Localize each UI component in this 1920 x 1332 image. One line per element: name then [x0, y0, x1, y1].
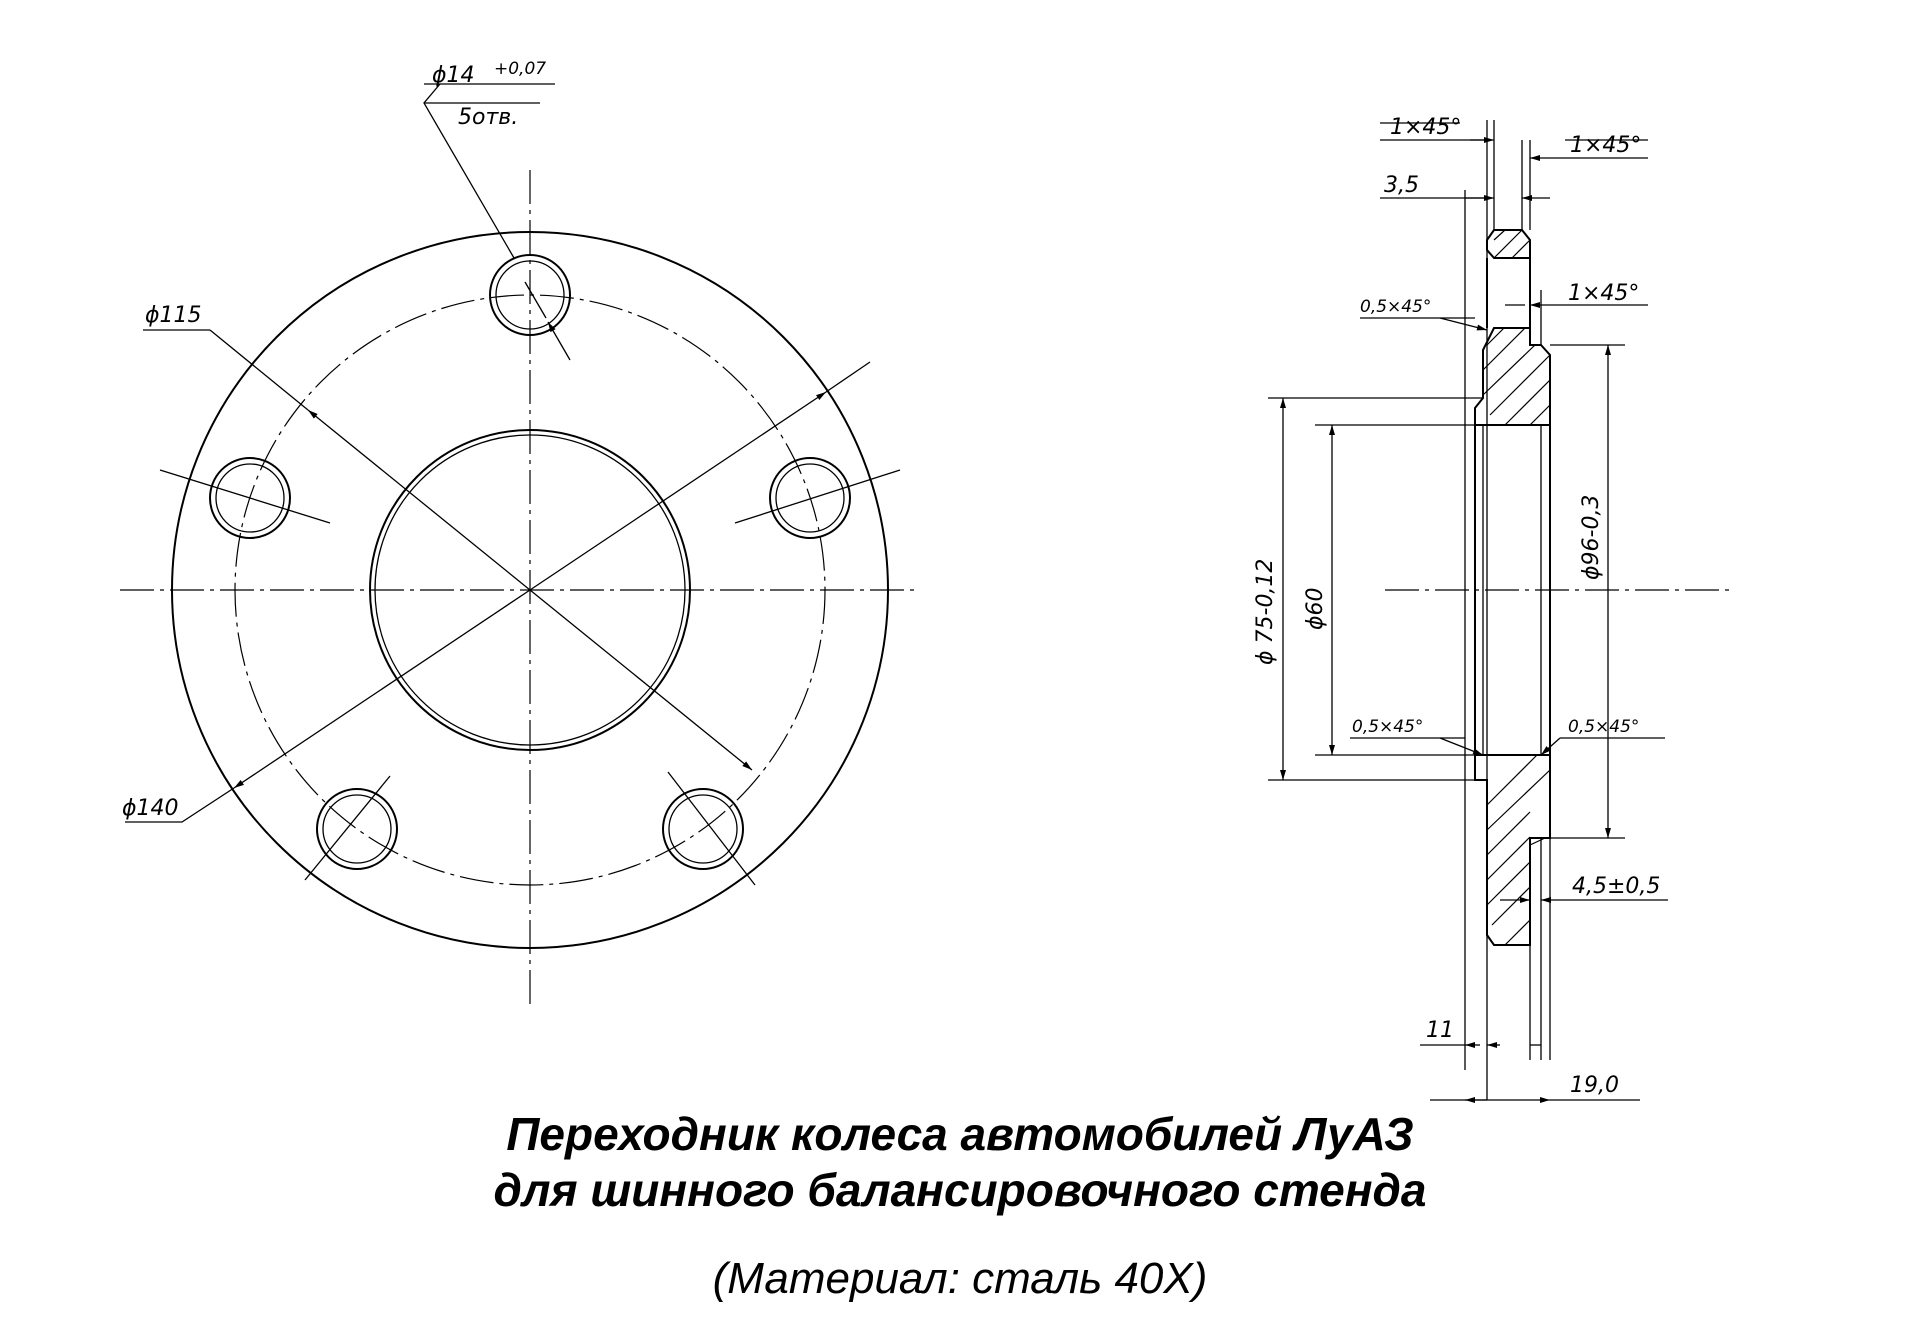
label-dim-11: 11	[1426, 1018, 1454, 1043]
label-chamfer-hub-left: 0,5×45°	[1360, 297, 1431, 317]
material-note: (Материал: сталь 40Х)	[712, 1254, 1208, 1303]
bolt-hole	[489, 254, 571, 336]
hatching	[1482, 229, 1551, 946]
title-line-2: для шинного балансировочного стенда	[493, 1164, 1427, 1216]
bolt-hole	[209, 457, 291, 539]
dim-line-pcd	[307, 409, 531, 591]
label-flange-thk: 4,5±0,5	[1572, 874, 1660, 899]
label-dia-60: ϕ60	[1303, 587, 1328, 630]
label-hole-tol: +0,07	[494, 59, 546, 79]
label-dia-75: ϕ 75-0,12	[1253, 559, 1278, 665]
label-dim-19: 19,0	[1570, 1073, 1619, 1098]
dim-line-outer-2	[233, 589, 531, 789]
label-outer: ϕ140	[122, 796, 179, 821]
title-line-1: Переходник колеса автомобилей ЛуАЗ	[506, 1108, 1414, 1160]
bolt-hole	[769, 457, 851, 539]
bolt-holes	[159, 254, 901, 886]
bolt-hole	[316, 788, 398, 870]
label-chamfer-top-left: 1×45°	[1390, 115, 1461, 140]
label-chamfer-top-right: 1×45°	[1570, 133, 1641, 158]
section-hub-bottom	[1474, 754, 1551, 946]
label-hole-count: 5отв.	[458, 105, 518, 130]
label-chamfer-hub-right: 1×45°	[1568, 281, 1639, 306]
front-view: ϕ14 +0,07 5отв. ϕ115 ϕ140	[120, 59, 920, 1010]
dim-line-pcd-2	[529, 589, 753, 771]
dim-line-outer	[529, 391, 827, 591]
bolt-hole	[662, 788, 744, 870]
label-pcd: ϕ115	[145, 303, 202, 328]
label-offset-3-5: 3,5	[1384, 173, 1419, 198]
label-dia-96: ϕ96-0,3	[1579, 495, 1604, 580]
label-chamfer-bore-left: 0,5×45°	[1352, 717, 1423, 737]
section-hub-top	[1474, 327, 1551, 426]
label-hole-dia: ϕ14	[432, 63, 475, 88]
section-view: 1×45° 1×45° 3,5 0,5×45° 1×45° ϕ 75-0,12 …	[1253, 115, 1735, 1103]
label-chamfer-bore-right: 0,5×45°	[1568, 717, 1639, 737]
